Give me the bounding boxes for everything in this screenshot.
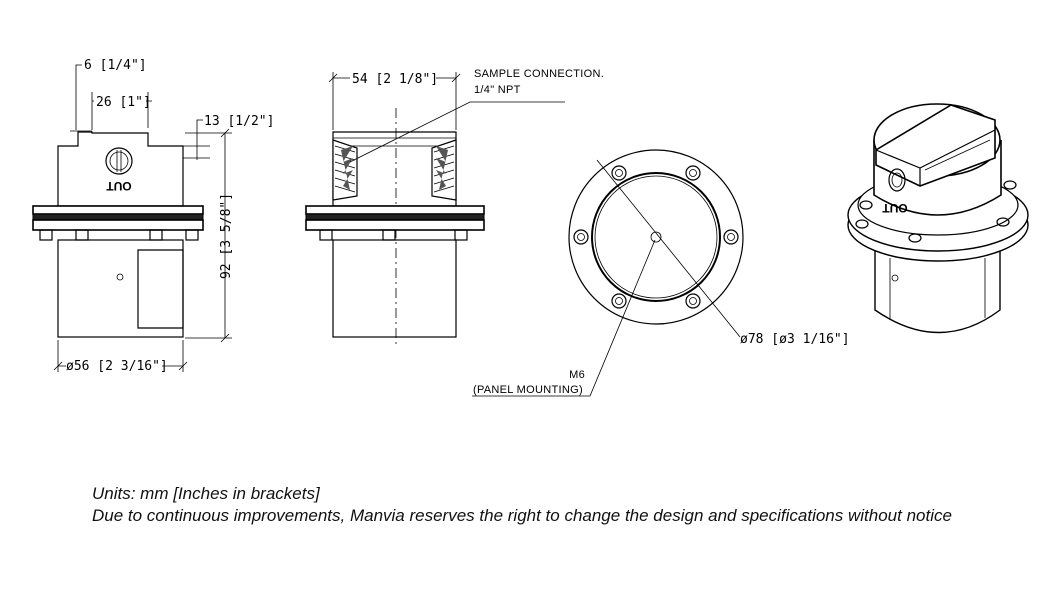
dim-56-ticks [53,361,188,371]
dim-6-leader [75,64,82,130]
dim-54-label: 54 [2 1/8"] [352,72,438,87]
front-port-outer [105,147,133,175]
sample-callout-line1: SAMPLE CONNECTION. [474,68,604,80]
dim-26-ext [91,92,152,130]
front-port-centerline [116,150,122,172]
iso-port-inner [891,172,903,188]
section-flange-bottom [305,219,485,231]
front-out-label: OUT [106,179,132,193]
front-bolt-1 [39,229,53,241]
section-right-thread [431,139,457,201]
front-top-block [57,131,184,207]
units-note: Units: mm [Inches in brackets] [92,484,320,503]
top-inner-circle [591,172,721,302]
dim-56-label: ø56 [2 3/16"] [66,359,168,374]
dim-54-ticks [328,73,461,83]
front-body-hole [116,273,124,281]
dim-78-label: ø78 [ø3 1/16"] [740,332,850,347]
section-left-thread [332,139,358,201]
front-port-inner [109,151,129,171]
section-flange-mid [305,213,485,221]
front-body-window [137,249,184,329]
iso-top-block-chamfer [924,139,991,171]
front-body [57,239,184,338]
iso-body-hole [891,274,899,282]
section-body [332,239,457,338]
disclaimer-note: Due to continuous improvements, Manvia r… [92,506,952,525]
dim-56-line [57,340,184,372]
dim-13-ext [183,119,210,160]
front-flange-mid [32,213,204,221]
isometric-view: OUT [847,103,1029,334]
section-bolt-2 [382,229,396,241]
sample-callout-line2: 1/4" NPT [474,84,521,96]
sample-callout-leader [349,101,565,163]
front-bolt-3 [149,229,163,241]
notes: Units: mm [Inches in brackets] Due to co… [92,483,1032,527]
dim-54-line [332,72,457,130]
iso-port-outer [888,168,906,192]
dim-78-leader [596,159,741,338]
section-bolt-3 [454,229,468,241]
dim-26-label: 26 [1"] [96,95,151,110]
front-flange-top [32,205,204,215]
top-inner-circle-2 [594,175,718,299]
m6-leader [472,239,656,397]
top-center-mark [650,231,662,243]
section-top-lines [333,137,456,147]
front-bolt-2 [75,229,89,241]
iso-top-block [875,104,996,187]
section-bolt-1 [319,229,333,241]
section-flange-top [305,205,485,215]
m6-callout-line1: M6 [569,369,585,381]
front-flange-bottom [32,219,204,231]
iso-lower-body-lines [889,258,986,320]
m6-callout-line2: (PANEL MOUNTING) [473,384,583,396]
dim-6-label: 6 [1/4"] [84,58,147,73]
dim-13-label: 13 [1/2"] [204,114,274,129]
dim-92-ticks [220,128,230,343]
iso-out-label: OUT [882,201,908,215]
front-bolt-4 [185,229,199,241]
front-view: OUT 6 [1/4"] 26 [1"] 13 [1/2"] 92 [3 5/8… [32,58,274,374]
dim-92-label: 92 [3 5/8"] [219,193,234,279]
top-outer-circle [568,149,744,325]
section-view: 54 [2 1/8"] SAMPLE CONNECTION. 1/4" NPT [305,68,604,345]
iso-flange-bolts [855,180,1017,243]
dim-92-line [185,132,232,339]
iso-lower-body [874,250,1001,334]
top-view: ø78 [ø3 1/16"] M6 (PANEL MOUNTING) [472,149,850,397]
top-bolt-holes [573,165,739,309]
